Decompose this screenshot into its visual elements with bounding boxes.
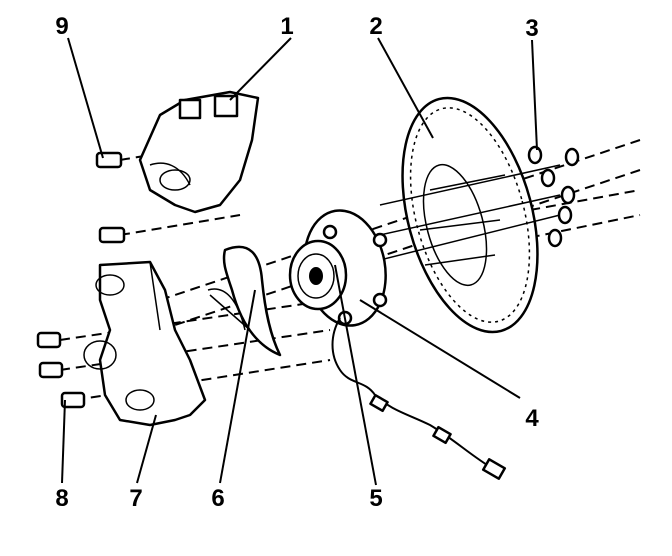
callout-6: 6	[211, 485, 224, 512]
knuckle-bolts	[36, 331, 86, 409]
callout-9: 9	[55, 13, 68, 40]
callout-2: 2	[369, 13, 382, 40]
wheel-studs	[379, 145, 580, 261]
callout-7: 7	[129, 485, 142, 512]
brake-caliper	[138, 90, 260, 214]
steering-knuckle	[83, 260, 207, 427]
hub-bearing-assembly	[288, 209, 388, 327]
wheel-speed-sensor-harness	[331, 317, 507, 480]
callout-1: 1	[280, 13, 293, 40]
callout-4: 4	[525, 405, 539, 432]
callout-5: 5	[369, 485, 382, 512]
callout-8: 8	[55, 485, 68, 512]
caliper-bolts	[95, 151, 126, 244]
brake-shield	[207, 245, 282, 357]
callout-labels: 1 2 3 4 5 6 7 8 9	[55, 13, 539, 512]
callout-3: 3	[525, 15, 538, 42]
leader-lines	[61, 37, 538, 486]
